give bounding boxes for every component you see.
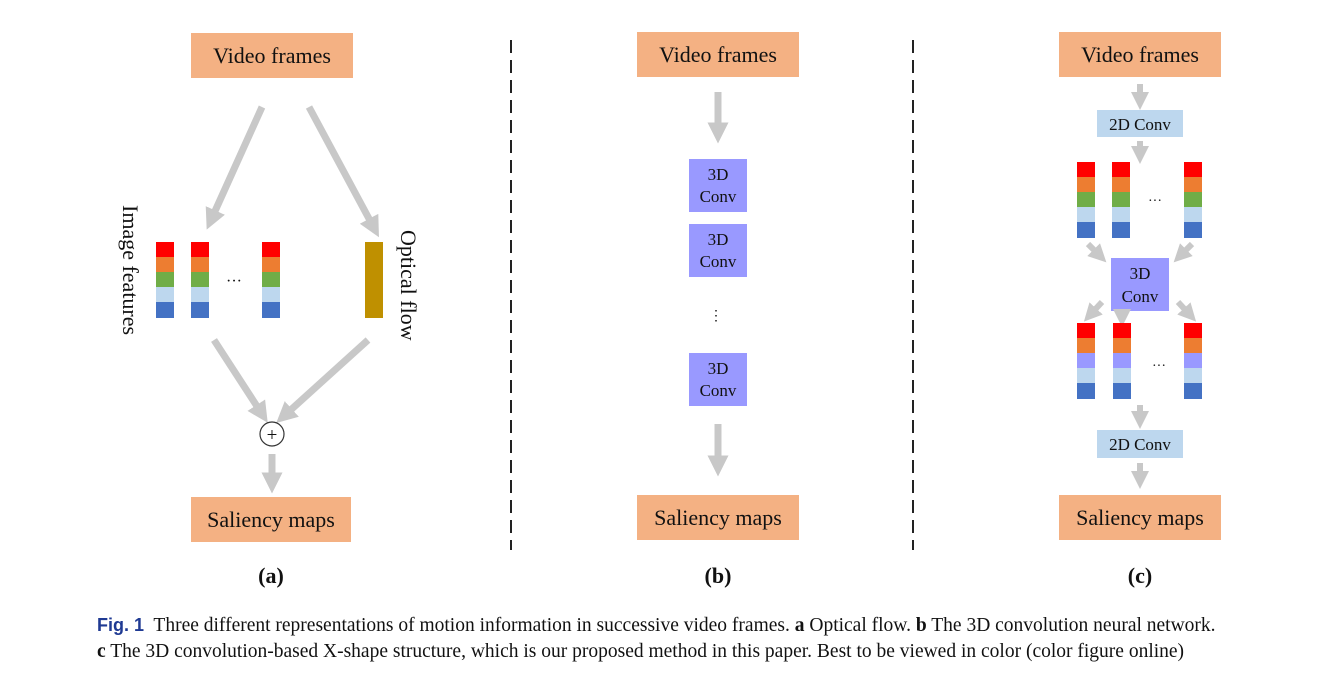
feature-stack-c2 [1112, 162, 1130, 238]
arrow-3dconv-to-stack-left [1083, 299, 1105, 322]
caption-a-text: Optical flow. [809, 615, 911, 636]
video-frames-box-c [1059, 32, 1221, 77]
svg-text:Conv: Conv [700, 381, 737, 400]
saliency-maps-box-a [191, 497, 351, 542]
saliency-maps-box-b [637, 495, 799, 540]
conv2d-box-bottom [1097, 430, 1183, 458]
arrow-stacks-to-3dconv-left [1085, 241, 1107, 263]
caption-intro: Three different representations of motio… [153, 615, 790, 636]
caption-b-letter: b [915, 615, 927, 636]
plus-circle [259, 421, 285, 447]
svg-text:3D: 3D [708, 359, 729, 378]
feature-stack-c6 [1184, 323, 1202, 399]
feature-stack-c4 [1077, 323, 1095, 399]
figure-number: Fig. 1 [97, 615, 145, 635]
svg-text:Conv: Conv [700, 252, 737, 271]
arrow-3dconv-to-stack-right [1175, 299, 1197, 322]
caption-line-2: c The 3D convolution-based X-shape struc… [97, 639, 1317, 665]
conv2d-box-top [1097, 110, 1183, 137]
arrow-frames-to-flow [305, 105, 379, 238]
svg-text:Conv: Conv [1122, 287, 1159, 306]
feature-stack-1 [156, 242, 174, 318]
conv3d-box-b2: 3D Conv [689, 224, 747, 277]
feature-stack-c3 [1184, 162, 1202, 238]
feature-stack-c1 [1077, 162, 1095, 238]
plus-sign: + [267, 425, 278, 446]
arrow-features-to-plus [211, 338, 268, 423]
figure-caption: Fig. 1 Three different representations o… [97, 612, 1317, 665]
panel-c-label: (c) [1128, 563, 1152, 588]
video-frames-label-b: Video frames [659, 42, 777, 67]
conv2d-label-bottom: 2D Conv [1109, 435, 1171, 454]
conv3d-box-b3: 3D Conv [689, 353, 747, 406]
optical-flow-label: Optical flow [396, 230, 421, 341]
video-frames-label-a: Video frames [213, 43, 331, 68]
feature-ellipsis-c-top: ··· [1148, 194, 1162, 209]
saliency-maps-label-a: Saliency maps [207, 507, 335, 532]
caption-c-letter: c [97, 641, 106, 662]
arrow-frames-to-features [205, 105, 266, 230]
panel-a-label: (a) [258, 563, 284, 588]
svg-text:Conv: Conv [700, 187, 737, 206]
panel-a: Video frames Image features ··· [118, 33, 421, 588]
saliency-maps-label-b: Saliency maps [654, 505, 782, 530]
arrow-stacks-to-3dconv-right [1173, 241, 1195, 263]
saliency-maps-label-c: Saliency maps [1076, 505, 1204, 530]
video-frames-box-b [637, 32, 799, 77]
svg-text:3D: 3D [1130, 264, 1151, 283]
panel-b-label: (b) [705, 563, 732, 588]
panel-c: Video frames 2D Conv ··· [1059, 32, 1221, 588]
feature-stack-2 [191, 242, 209, 318]
caption-a-letter: a [794, 615, 805, 636]
caption-line-1: Fig. 1 Three different representations o… [97, 612, 1317, 639]
panel-b: Video frames 3D Conv 3D Conv ⋮ 3D Conv S… [637, 32, 799, 588]
feature-ellipsis-c-bottom: ··· [1152, 359, 1166, 374]
image-features-label: Image features [118, 205, 143, 335]
saliency-maps-box-c [1059, 495, 1221, 540]
figure-diagram: Video frames Image features ··· [118, 32, 1221, 588]
caption-c-text: The 3D convolution-based X-shape structu… [110, 641, 1185, 662]
video-frames-box-a [191, 33, 353, 78]
conv2d-label-top: 2D Conv [1109, 115, 1171, 134]
video-frames-label-c: Video frames [1081, 42, 1199, 67]
caption-b-text: The 3D convolution neural network. [931, 615, 1216, 636]
conv3d-box-b1: 3D Conv [689, 159, 747, 212]
feature-stack-c5 [1113, 323, 1131, 399]
feature-ellipsis-a: ··· [226, 273, 242, 290]
svg-text:3D: 3D [708, 230, 729, 249]
feature-stack-3 [262, 242, 280, 318]
svg-text:3D: 3D [708, 165, 729, 184]
conv-ellipsis-b: ⋮ [709, 309, 723, 324]
arrow-flow-to-plus [276, 337, 371, 424]
conv3d-box-c: 3D Conv [1111, 258, 1169, 311]
optical-flow-bar [365, 242, 383, 318]
